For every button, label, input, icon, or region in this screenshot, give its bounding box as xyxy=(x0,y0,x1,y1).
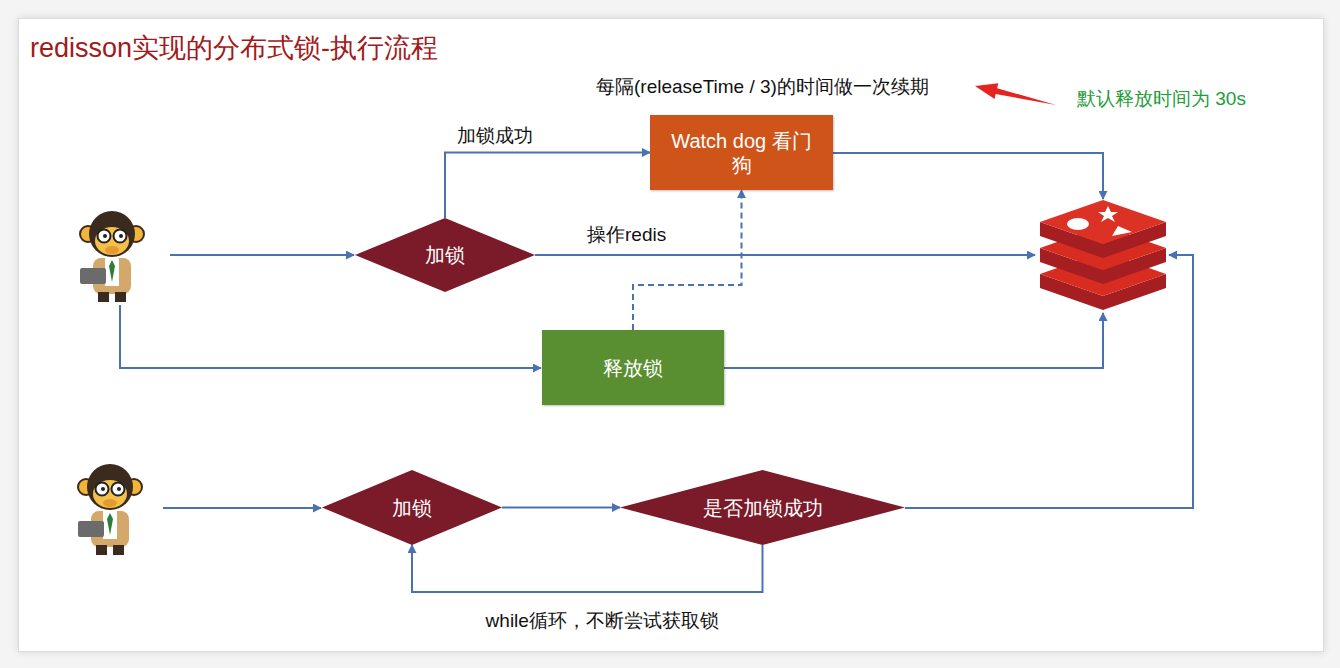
flow-line xyxy=(535,254,1035,256)
node-text: 是否加锁成功 xyxy=(703,496,823,520)
flow-connector xyxy=(502,507,620,509)
node-text: 加锁 xyxy=(425,243,465,267)
slide-title: redisson实现的分布式锁-执行流程 xyxy=(30,30,438,66)
note-text: 每隔(releaseTime / 3)的时间做一次续期 xyxy=(594,74,931,100)
decision-diamond: 加锁 xyxy=(355,218,535,292)
flow-line xyxy=(120,305,541,368)
line-label: 操作redis xyxy=(585,222,668,248)
callout-arrow xyxy=(975,83,1056,105)
edge-label: 加锁成功 xyxy=(455,123,535,149)
flow-line xyxy=(905,255,1193,508)
callout-note: 默认释放时间为 30s xyxy=(1075,86,1248,112)
node-text: 释放锁 xyxy=(603,356,663,380)
decision-diamond: 是否加锁成功 xyxy=(620,470,905,545)
process-box: Watch dog 看门狗 xyxy=(650,115,833,190)
flow-connector xyxy=(445,153,650,219)
flow-line xyxy=(724,313,1103,368)
node-text: Watch dog 看门狗 xyxy=(670,129,813,177)
redis-icon xyxy=(1040,200,1166,310)
developer-figure xyxy=(78,464,142,555)
flow-line xyxy=(833,153,1103,199)
dashed-connector xyxy=(633,190,742,330)
edge-label: while循环，不断尝试获取锁 xyxy=(484,608,721,634)
node-text: 加锁 xyxy=(392,496,432,520)
flow-line xyxy=(163,507,321,509)
developer-figure xyxy=(80,211,144,302)
flow-line xyxy=(170,254,354,256)
decision-diamond: 加锁 xyxy=(322,470,502,545)
flow-connector xyxy=(412,545,763,592)
process-box: 释放锁 xyxy=(542,330,724,405)
